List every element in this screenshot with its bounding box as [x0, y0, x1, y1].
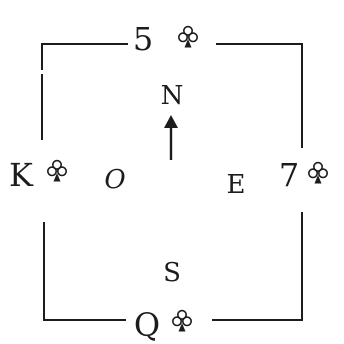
- east-club-icon: [307, 161, 329, 185]
- north-club-icon: [178, 25, 198, 49]
- east-card-rank: 7: [279, 156, 299, 194]
- west-card-rank: K: [9, 156, 34, 194]
- compass-top-label: N: [161, 81, 184, 111]
- south-card-rank: Q: [134, 306, 160, 344]
- outline-top-left: [41, 43, 128, 70]
- compass: N O E S: [104, 81, 245, 288]
- outline-bottom-left: [43, 222, 126, 321]
- north-card: 5: [133, 20, 198, 58]
- compass-bottom-label: S: [163, 258, 181, 288]
- south-card: Q: [134, 306, 192, 344]
- south-club-icon: [172, 309, 192, 333]
- outline-bottom-right: [212, 212, 303, 321]
- west-card: K: [9, 156, 67, 194]
- up-arrow-icon: [164, 115, 178, 160]
- outline-top-right: [216, 43, 303, 148]
- table-outline: [41, 43, 303, 321]
- west-club-icon: [46, 159, 67, 183]
- east-card: 7: [279, 156, 329, 194]
- compass-right-label: E: [227, 170, 246, 200]
- compass-left-label: O: [104, 165, 125, 195]
- north-card-rank: 5: [133, 20, 153, 58]
